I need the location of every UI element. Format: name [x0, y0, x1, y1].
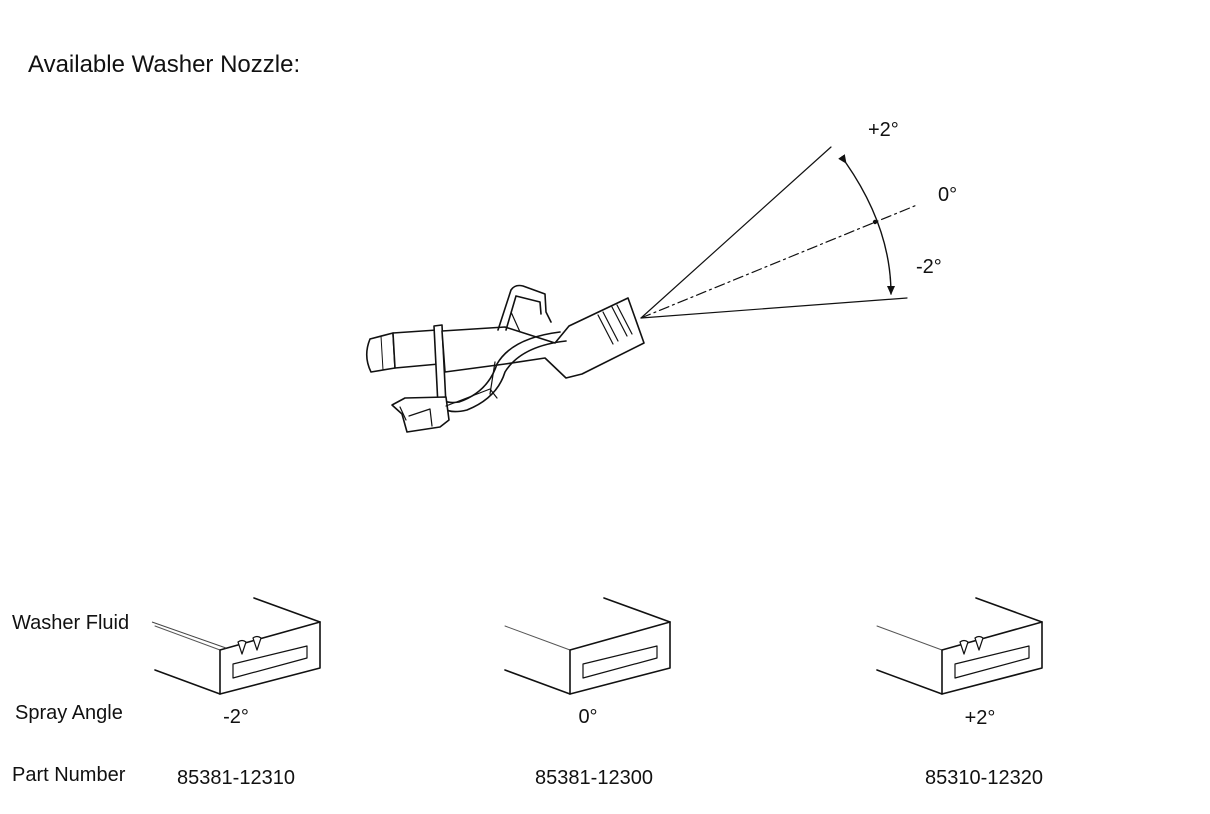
nozzle-end-view [154, 597, 321, 695]
part-number-value: 85381-12300 [535, 767, 653, 789]
part-number-value: 85310-12320 [925, 767, 1043, 789]
page-title: Available Washer Nozzle: [28, 51, 300, 78]
part-number-value: 85381-12310 [177, 767, 295, 789]
spray-angle-lines [640, 146, 918, 319]
part-number-label: Part Number [12, 764, 126, 786]
spray-outlet-mark [237, 639, 247, 655]
spray-outlet-mark [959, 639, 969, 655]
variant-drawings [151, 597, 1043, 695]
spray-angle-value: 0° [578, 706, 597, 728]
spray-line-minus [640, 297, 908, 319]
spray-angle-value: +2° [965, 707, 996, 729]
nozzle-end-view [504, 597, 671, 695]
washer-nozzle-drawing [365, 284, 645, 433]
washer-fluid-leader-line [151, 621, 227, 649]
angle-label-zero: 0° [938, 184, 957, 206]
spray-angle-value: -2° [223, 706, 249, 728]
angle-label-minus: -2° [916, 256, 942, 278]
nozzle-end-view [876, 597, 1043, 695]
spray-angle-label: Spray Angle [15, 702, 123, 724]
angle-label-plus: +2° [868, 119, 899, 141]
spray-line-plus [640, 146, 832, 319]
spray-outlet-mark [252, 635, 262, 651]
arc-center-dot [872, 219, 878, 225]
spray-outlet-mark [974, 635, 984, 651]
washer-fluid-label: Washer Fluid [12, 612, 129, 634]
angle-arc-arrow [838, 154, 895, 295]
